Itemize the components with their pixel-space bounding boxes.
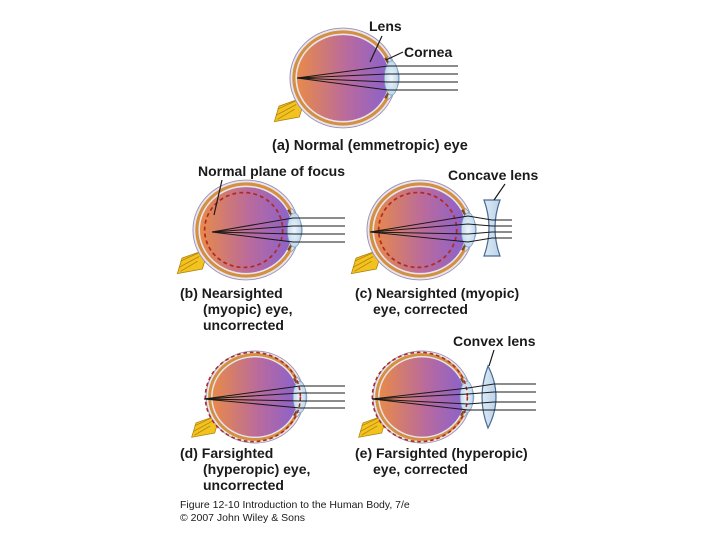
copyright: © 2007 John Wiley & Sons (180, 512, 305, 524)
caption-a: (a) Normal (emmetropic) eye (272, 138, 468, 154)
concave-pointer (493, 183, 506, 201)
convex-lens-label: Convex lens (453, 333, 536, 349)
eye-hyperopic-uncorrected (190, 349, 309, 445)
caption-b-3: uncorrected (203, 317, 284, 333)
caption-d-1: (d) Farsighted (180, 445, 273, 461)
lens-label: Lens (369, 18, 402, 34)
light-rays-d (203, 385, 345, 409)
concave-lens-label: Concave lens (448, 167, 538, 183)
cornea-label: Cornea (404, 44, 452, 60)
convex-pointer (488, 349, 495, 367)
normal-plane-label: Normal plane of focus (198, 163, 345, 179)
caption-b-1: (b) Nearsighted (180, 285, 283, 301)
caption-d-3: uncorrected (203, 477, 284, 493)
caption-d-2: (hyperopic) eye, (203, 461, 310, 477)
concave-lens (483, 199, 501, 257)
eye-normal (272, 26, 401, 130)
light-rays-e (371, 383, 536, 411)
cornea-pointer (385, 51, 404, 61)
caption-b-2: (myopic) eye, (203, 301, 292, 317)
caption-e-2: eye, corrected (373, 461, 468, 477)
figure-caption: Figure 12-10 Introduction to the Human B… (180, 499, 410, 511)
convex-lens (481, 364, 497, 430)
normal-plane-pointer (213, 179, 223, 216)
caption-e-1: (e) Farsighted (hyperopic) (355, 445, 528, 461)
eye-myopic-uncorrected (175, 178, 304, 282)
caption-c-1: (c) Nearsighted (myopic) (355, 285, 519, 301)
light-rays-c (369, 215, 512, 243)
light-rays-b (211, 217, 345, 243)
lens-pointer (369, 35, 383, 63)
eye-hyperopic-corrected (357, 349, 476, 445)
caption-c-2: eye, corrected (373, 301, 468, 317)
eye-myopic-corrected (349, 178, 478, 282)
light-rays-a (296, 65, 458, 91)
